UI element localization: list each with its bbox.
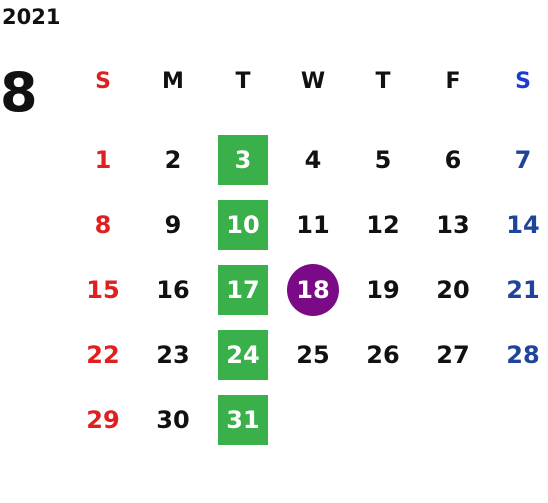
day-number: 4 bbox=[304, 145, 322, 174]
day-number: 8 bbox=[94, 210, 112, 239]
weekday-header-saturday: S bbox=[515, 68, 531, 94]
day-number: 9 bbox=[164, 210, 182, 239]
day-cell[interactable]: 14 bbox=[488, 192, 548, 257]
day-cell[interactable]: 8 bbox=[68, 192, 138, 257]
day-cell[interactable]: 5 bbox=[348, 127, 418, 192]
day-cell[interactable]: 29 bbox=[68, 387, 138, 452]
year-label: 2021 bbox=[2, 5, 61, 29]
day-cell-highlighted[interactable]: 10 bbox=[208, 192, 278, 257]
day-cell[interactable]: 1 bbox=[68, 127, 138, 192]
day-cell[interactable]: 27 bbox=[418, 322, 488, 387]
day-number: 12 bbox=[366, 210, 400, 239]
day-number: 13 bbox=[436, 210, 470, 239]
day-cell[interactable]: 15 bbox=[68, 257, 138, 322]
day-number: 21 bbox=[506, 275, 540, 304]
weekday-header-wednesday: W bbox=[300, 68, 326, 94]
weekday-header-tuesday: T bbox=[235, 68, 251, 94]
weekday-header-thursday: T bbox=[375, 68, 391, 94]
day-cell[interactable]: 9 bbox=[138, 192, 208, 257]
day-number: 18 bbox=[296, 275, 330, 304]
day-number: 15 bbox=[86, 275, 120, 304]
weekday-header-sunday: S bbox=[95, 68, 111, 94]
day-cell[interactable]: 12 bbox=[348, 192, 418, 257]
day-number: 27 bbox=[436, 340, 470, 369]
day-cell[interactable]: 6 bbox=[418, 127, 488, 192]
day-cell-highlighted[interactable]: 17 bbox=[208, 257, 278, 322]
day-cell[interactable]: 7 bbox=[488, 127, 548, 192]
weekday-header-friday: F bbox=[445, 68, 461, 94]
highlight-marker bbox=[218, 394, 268, 445]
day-number: 6 bbox=[444, 145, 462, 174]
day-number: 2 bbox=[164, 145, 182, 174]
day-number: 5 bbox=[374, 145, 392, 174]
day-number: 22 bbox=[86, 340, 120, 369]
day-cell[interactable]: 28 bbox=[488, 322, 548, 387]
today-marker bbox=[287, 263, 339, 316]
day-number: 10 bbox=[226, 210, 260, 239]
day-number: 23 bbox=[156, 340, 190, 369]
day-cell[interactable]: 22 bbox=[68, 322, 138, 387]
day-cell[interactable]: 4 bbox=[278, 127, 348, 192]
day-cell[interactable]: 11 bbox=[278, 192, 348, 257]
day-number: 16 bbox=[156, 275, 190, 304]
day-number: 28 bbox=[506, 340, 540, 369]
weekday-header-monday: M bbox=[162, 68, 184, 94]
day-number: 7 bbox=[514, 145, 532, 174]
day-cell[interactable]: 23 bbox=[138, 322, 208, 387]
day-number: 25 bbox=[296, 340, 330, 369]
day-number: 11 bbox=[296, 210, 330, 239]
day-number: 20 bbox=[436, 275, 470, 304]
day-cell-highlighted[interactable]: 31 bbox=[208, 387, 278, 452]
day-cell[interactable]: 26 bbox=[348, 322, 418, 387]
highlight-marker bbox=[218, 199, 268, 250]
day-number: 14 bbox=[506, 210, 540, 239]
month-number: 8 bbox=[0, 61, 38, 124]
day-number: 19 bbox=[366, 275, 400, 304]
day-cell-today[interactable]: 18 bbox=[278, 257, 348, 322]
day-number: 31 bbox=[226, 405, 260, 434]
day-cell-highlighted[interactable]: 24 bbox=[208, 322, 278, 387]
day-number: 1 bbox=[94, 145, 112, 174]
highlight-marker bbox=[218, 134, 268, 185]
day-cell[interactable]: 20 bbox=[418, 257, 488, 322]
highlight-marker bbox=[218, 329, 268, 380]
day-number: 24 bbox=[226, 340, 260, 369]
day-number: 29 bbox=[86, 405, 120, 434]
day-number: 3 bbox=[234, 145, 252, 174]
day-cell[interactable]: 21 bbox=[488, 257, 548, 322]
day-cell[interactable]: 30 bbox=[138, 387, 208, 452]
day-cell[interactable]: 19 bbox=[348, 257, 418, 322]
day-number: 26 bbox=[366, 340, 400, 369]
day-number: 17 bbox=[226, 275, 260, 304]
highlight-marker bbox=[218, 264, 268, 315]
day-number: 30 bbox=[156, 405, 190, 434]
day-cell[interactable]: 16 bbox=[138, 257, 208, 322]
day-cell[interactable]: 2 bbox=[138, 127, 208, 192]
day-cell[interactable]: 13 bbox=[418, 192, 488, 257]
day-cell[interactable]: 25 bbox=[278, 322, 348, 387]
day-cell-highlighted[interactable]: 3 bbox=[208, 127, 278, 192]
